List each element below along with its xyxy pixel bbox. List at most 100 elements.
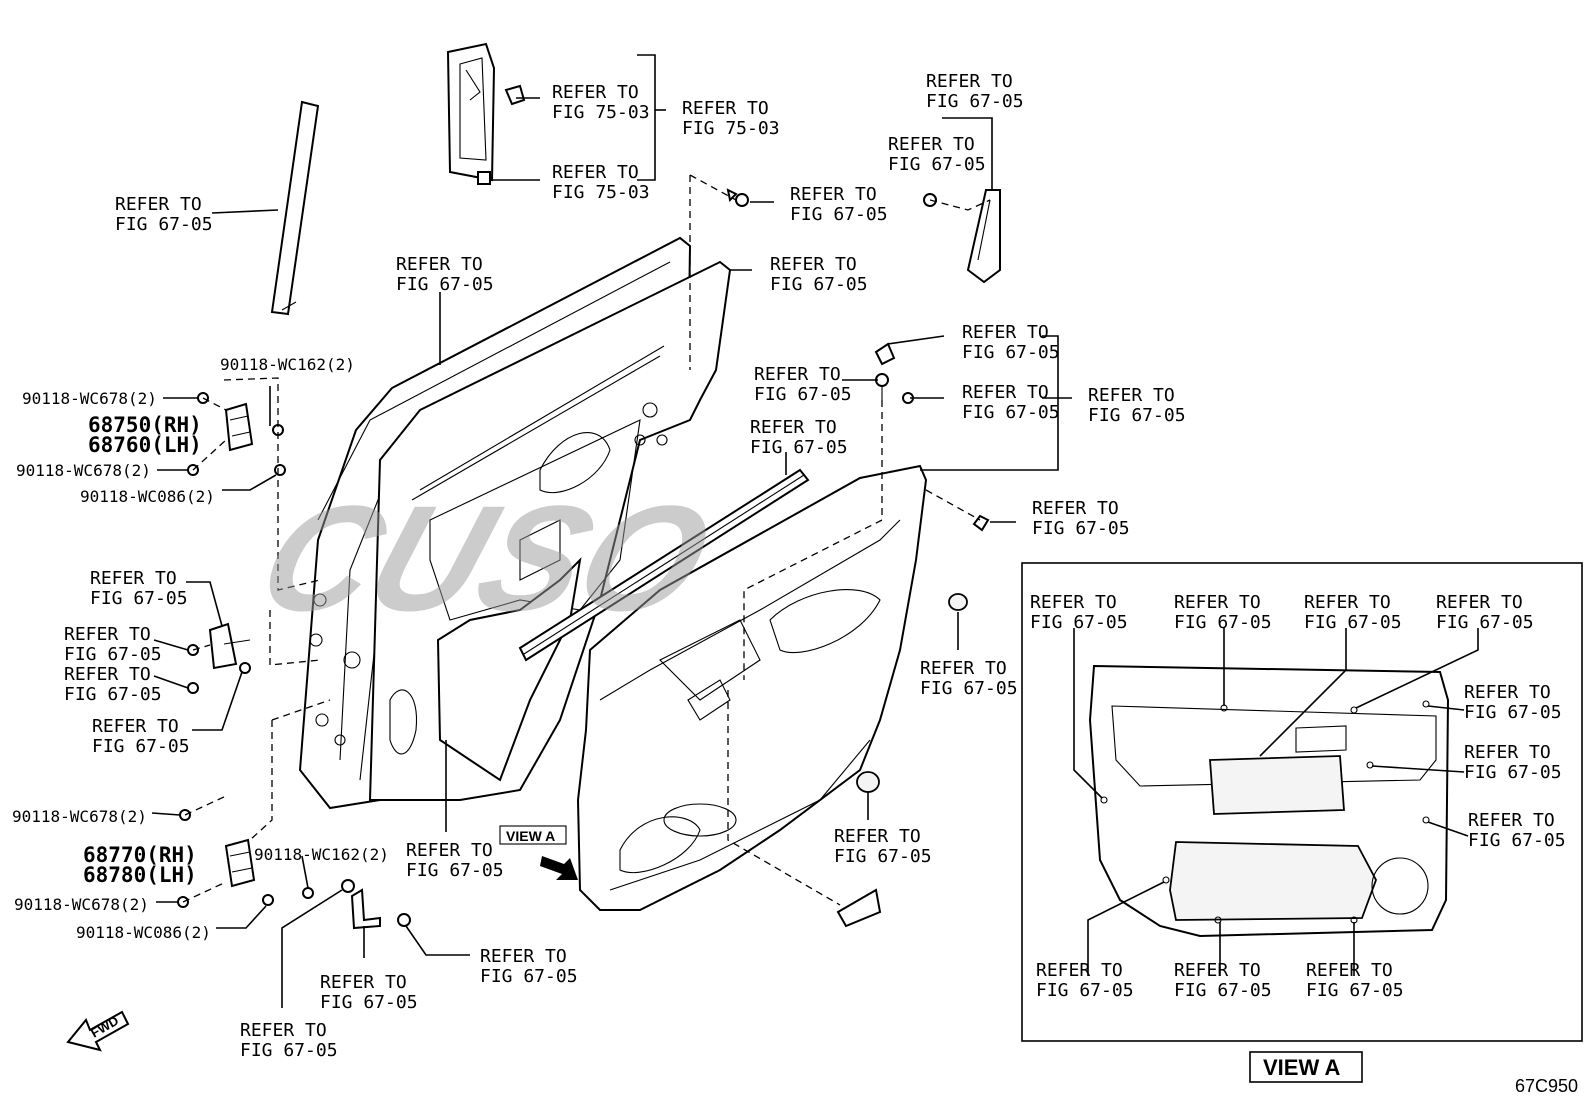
label-pillar-garnish-fig: FIG 67-05 (926, 91, 1024, 112)
label-checker-nut1-refer: REFER TO (64, 624, 151, 645)
label-trim-clip3-refer: REFER TO (1032, 498, 1119, 519)
label-inset-9-refer: REFER TO (1174, 960, 1261, 981)
label-seal-refer: REFER TO (406, 840, 493, 861)
label-clip-upper-fig: FIG 75-03 (552, 102, 650, 123)
label-checker-nut2-fig: FIG 67-05 (64, 684, 162, 705)
label-garnish-clip-fig: FIG 67-05 (888, 154, 986, 175)
label-checker-refer: REFER TO (90, 568, 177, 589)
label-inset-3-refer: REFER TO (1304, 592, 1391, 613)
label-bottom-nut-refer: REFER TO (240, 1020, 327, 1041)
label-seal-fig: FIG 67-05 (406, 860, 504, 881)
label-trim-screw-refer: REFER TO (754, 364, 841, 385)
label-belt-molding-fig: FIG 67-05 (115, 214, 213, 235)
label-trim-screw-fig: FIG 67-05 (754, 384, 852, 405)
label-weatherstrip-fig: FIG 67-05 (750, 437, 848, 458)
watermark-text: CUSO (241, 475, 729, 643)
label-belt-molding-refer: REFER TO (115, 194, 202, 215)
label-trim-clip1-fig: FIG 67-05 (962, 342, 1060, 363)
label-inset-5-fig: FIG 67-05 (1464, 702, 1562, 723)
label-garnish-clip-refer: REFER TO (888, 134, 975, 155)
label-inset-2-refer: REFER TO (1174, 592, 1261, 613)
label-bottom-clip-refer: REFER TO (480, 946, 567, 967)
upper-hinge-part (224, 402, 254, 452)
label-inset-10-refer: REFER TO (1306, 960, 1393, 981)
label-clip-upper-refer: REFER TO (552, 82, 639, 103)
label-cap-lower-refer: REFER TO (834, 826, 921, 847)
label-inner-panel-fig: FIG 67-05 (770, 274, 868, 295)
label-trim-clip2-fig: FIG 67-05 (962, 402, 1060, 423)
label-bracket-fig: FIG 67-05 (320, 992, 418, 1013)
weatherstrip-part (518, 468, 810, 662)
bottom-clip-part (836, 888, 882, 928)
label-inset-6-fig: FIG 67-05 (1464, 762, 1562, 783)
label-inset-7-fig: FIG 67-05 (1468, 830, 1566, 851)
label-inset-2-fig: FIG 67-05 (1174, 612, 1272, 633)
label-cap-upper-refer: REFER TO (920, 658, 1007, 679)
label-corner-frame-refer: REFER TO (682, 98, 769, 119)
label-top-bolt-fig: FIG 67-05 (790, 204, 888, 225)
label-part-wc162-lower: 90118-WC162(2) (254, 845, 389, 864)
bracket-part (350, 888, 381, 930)
corner-frame-part (446, 42, 526, 185)
label-bottom-nut-fig: FIG 67-05 (240, 1040, 338, 1061)
door-checker-part (208, 622, 251, 670)
view-a-inset (1021, 562, 1583, 1042)
label-inset-7-refer: REFER TO (1468, 810, 1555, 831)
belt-molding-part (270, 100, 320, 316)
label-bottom-clip-fig: FIG 67-05 (480, 966, 578, 987)
label-hinge-lower-lh: 68780(LH) (83, 863, 197, 887)
label-clip-lower-fig: FIG 75-03 (552, 182, 650, 203)
label-inset-5-refer: REFER TO (1464, 682, 1551, 703)
lower-hinge-part (224, 838, 256, 888)
diagram-code: 67C950 (1515, 1076, 1578, 1096)
view-a-tag-label: VIEW A (506, 828, 555, 844)
label-bracket-refer: REFER TO (320, 972, 407, 993)
leader-lines (151, 54, 1072, 1008)
label-inset-8-fig: FIG 67-05 (1036, 980, 1134, 1001)
pillar-garnish-part (966, 189, 1001, 284)
label-checker-bolt-fig: FIG 67-05 (92, 736, 190, 757)
label-inner-panel-refer: REFER TO (770, 254, 857, 275)
label-trim-panel-refer: REFER TO (1088, 385, 1175, 406)
label-trim-clip1-refer: REFER TO (962, 322, 1049, 343)
label-part-wc162-upper: 90118-WC162(2) (220, 355, 355, 374)
label-inset-6-refer: REFER TO (1464, 742, 1551, 763)
label-inset-8-refer: REFER TO (1036, 960, 1123, 981)
label-checker-nut1-fig: FIG 67-05 (64, 644, 162, 665)
label-hinge-upper-lh: 68760(LH) (88, 433, 202, 457)
label-inset-10-fig: FIG 67-05 (1306, 980, 1404, 1001)
label-weatherstrip-refer: REFER TO (750, 417, 837, 438)
label-inset-4-refer: REFER TO (1436, 592, 1523, 613)
assembly-dashed-lines (182, 174, 991, 906)
label-part-wc678-upper1: 90118-WC678(2) (22, 389, 157, 408)
door-trim-panel-part (576, 464, 928, 911)
view-a-direction-arrow (540, 856, 578, 880)
label-part-wc678-lower2: 90118-WC678(2) (14, 895, 149, 914)
label-hinge-lower-rh: 68770(RH) (83, 843, 197, 867)
label-checker-bolt-refer: REFER TO (92, 716, 179, 737)
label-trim-clip3-fig: FIG 67-05 (1032, 518, 1130, 539)
label-top-bolt-refer: REFER TO (790, 184, 877, 205)
label-part-wc086-lower: 90118-WC086(2) (76, 923, 211, 942)
label-hinge-upper-rh: 68750(RH) (88, 413, 202, 437)
label-cap-lower-fig: FIG 67-05 (834, 846, 932, 867)
view-a-title-label: VIEW A (1263, 1055, 1341, 1080)
label-corner-frame-fig: FIG 75-03 (682, 118, 780, 139)
label-door-shell-refer: REFER TO (396, 254, 483, 275)
label-checker-fig: FIG 67-05 (90, 588, 188, 609)
label-inset-3-fig: FIG 67-05 (1304, 612, 1402, 633)
fwd-arrow (66, 1010, 130, 1052)
label-clip-lower-refer: REFER TO (552, 162, 639, 183)
label-inset-1-refer: REFER TO (1030, 592, 1117, 613)
label-inset-1-fig: FIG 67-05 (1030, 612, 1128, 633)
label-inset-9-fig: FIG 67-05 (1174, 980, 1272, 1001)
label-cap-upper-fig: FIG 67-05 (920, 678, 1018, 699)
label-part-wc678-lower1: 90118-WC678(2) (12, 807, 147, 826)
view-a-tag-box (499, 825, 567, 845)
label-trim-clip2-refer: REFER TO (962, 382, 1049, 403)
label-trim-panel-fig: FIG 67-05 (1088, 405, 1186, 426)
label-pillar-garnish-refer: REFER TO (926, 71, 1013, 92)
view-a-title-box (1249, 1051, 1363, 1083)
